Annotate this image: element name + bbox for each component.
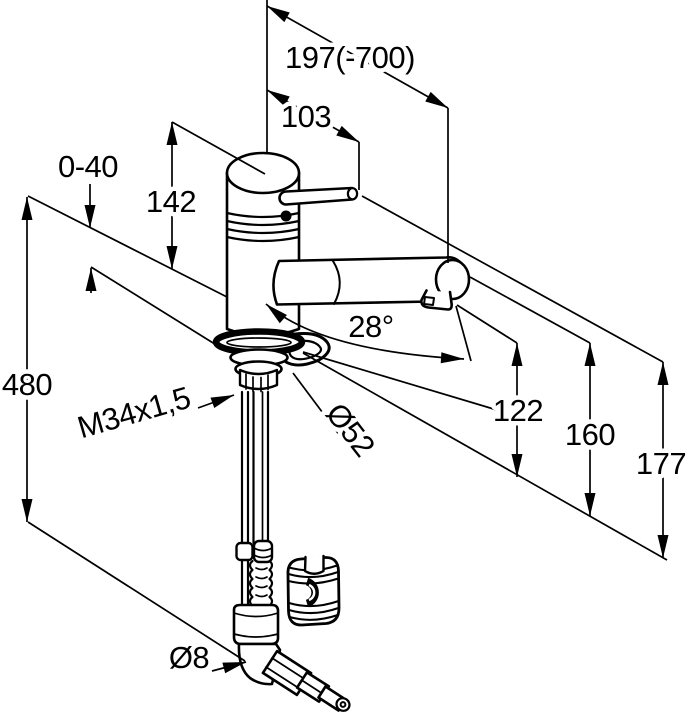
label-spout-angle: 28° xyxy=(348,309,393,344)
leader-diameter-8 xyxy=(211,661,247,674)
label-body-height: 142 xyxy=(146,184,196,219)
dimension-lines xyxy=(21,5,669,674)
knurled-mounting-nut xyxy=(238,368,279,393)
control-lever xyxy=(278,186,359,206)
reference-line-upper xyxy=(302,351,498,411)
label-overall-height: 177 xyxy=(636,446,686,481)
dimension-labels: 197(-700) 103 0-40 142 480 122 160 177 2… xyxy=(0,36,688,680)
projection-line-160 xyxy=(469,276,591,344)
label-under-deck-length: 480 xyxy=(2,367,52,402)
hose-connectors xyxy=(235,539,274,564)
dim-line-197 xyxy=(266,5,449,109)
coupling-nut xyxy=(232,603,280,646)
aerator xyxy=(420,289,453,311)
hose-weight xyxy=(286,554,341,627)
indicator-dot xyxy=(280,210,292,222)
lower-reference-line xyxy=(27,521,246,662)
label-inlet-pipe-diameter: Ø8 xyxy=(169,640,209,675)
projection-line-177 xyxy=(361,195,664,363)
baseline-counter-plane xyxy=(302,352,668,561)
spout xyxy=(272,256,471,311)
label-pullout-hose-reach: 197(-700) xyxy=(285,40,415,75)
pull-out-hose-braid xyxy=(248,559,274,608)
projection-line-122 xyxy=(456,304,518,344)
dim-line-103 xyxy=(266,89,360,143)
label-mounting-thread: M34x1,5 xyxy=(74,380,195,445)
faucet-body xyxy=(225,151,301,337)
label-spout-height: 160 xyxy=(565,417,615,452)
angle-connector xyxy=(237,642,351,712)
leader-diameter-52 xyxy=(292,372,359,461)
angle-ray xyxy=(455,305,472,362)
label-lever-reach: 103 xyxy=(281,99,331,134)
label-spout-outlet-height: 122 xyxy=(493,393,543,428)
counter-top-line xyxy=(27,195,228,298)
leader-m34 xyxy=(197,394,235,409)
supply-tubes xyxy=(240,390,270,650)
angle-arc-28 xyxy=(265,303,465,364)
label-deck-thickness: 0-40 xyxy=(58,149,118,184)
counter-bottom-line xyxy=(90,266,227,352)
label-body-diameter: Ø52 xyxy=(319,396,382,463)
